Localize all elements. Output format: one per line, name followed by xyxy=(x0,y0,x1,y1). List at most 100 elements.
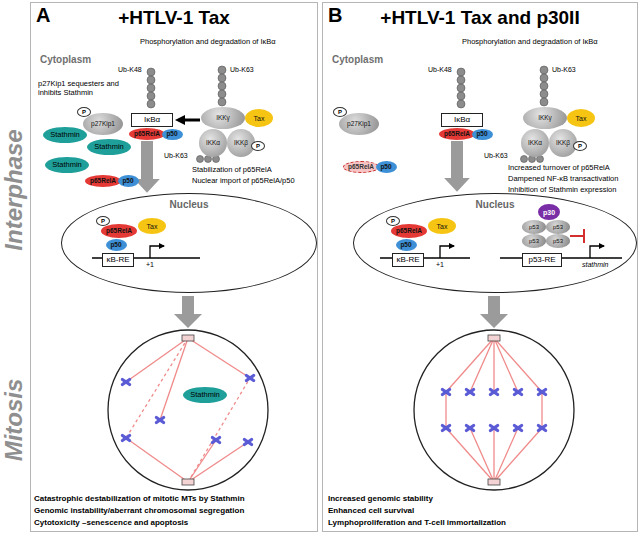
molecule-label: +1 xyxy=(436,261,444,269)
ubiquitin-chain xyxy=(147,68,155,108)
molecule-label: Ub-K63 xyxy=(164,152,188,160)
process-arrow xyxy=(174,296,202,328)
phosphate-circle: P xyxy=(573,141,587,151)
p50-protein: p50 xyxy=(118,175,139,187)
outcome-text: Increased genomic stability xyxy=(328,494,433,503)
protein-label: IκBα xyxy=(454,116,470,124)
protein-label: p65RelA xyxy=(134,131,160,138)
p65-protein: p65RelA xyxy=(439,128,475,140)
tax-protein: Tax xyxy=(567,109,595,127)
stathmin-protein: Stathmin xyxy=(87,139,131,155)
phosphate-circle: P xyxy=(251,141,265,151)
phosphate-circle: P xyxy=(77,107,91,117)
ikk-subunit: IKKβ xyxy=(549,129,577,157)
activation-arrow xyxy=(184,119,200,122)
ikk-subunit: IKKα xyxy=(199,129,227,157)
molecule-label: Ub-K63 xyxy=(484,152,508,160)
protein-label: Tax xyxy=(254,115,265,122)
tax-protein: Tax xyxy=(138,218,166,234)
protein-label: p50 xyxy=(476,131,487,138)
p50-protein: p50 xyxy=(376,161,397,173)
protein-label: Stathmin xyxy=(50,131,80,139)
ubiquitin-chain xyxy=(457,68,465,108)
protein-label: p50 xyxy=(110,242,121,249)
p65-protein-degraded: p65RelA xyxy=(343,161,379,173)
panel-frame: +HTLV-1 Tax and p30IIIκBαp65RelAp50IKKγI… xyxy=(322,2,638,532)
outcome-text: Enhanced cell survival xyxy=(328,506,414,515)
response-element-box: IκBα xyxy=(441,113,483,127)
annotation-text: Increased turnover of p65RelA xyxy=(508,164,610,173)
phosphate-circle: P xyxy=(96,216,110,226)
protein-label: p30 xyxy=(543,209,555,216)
stathmin-protein: Stathmin xyxy=(45,157,89,173)
ikk-subunit: IKKγ xyxy=(523,107,567,129)
molecule-label: Ub-K63 xyxy=(552,66,576,74)
ikk-subunit: IKKβ xyxy=(227,129,255,157)
phosphate-circle: P xyxy=(386,216,400,226)
stathmin-protein: Stathmin xyxy=(183,387,227,403)
dna-line xyxy=(92,257,200,259)
annotation-text: Stabilization of p65RelA xyxy=(192,166,272,175)
protein-label: p27Kip1 xyxy=(91,121,115,128)
mitotic-cell xyxy=(414,330,574,490)
response-element-box: IκBα xyxy=(131,113,173,127)
translocation-arrow xyxy=(451,141,463,179)
protein-label: p50 xyxy=(380,164,391,171)
protein-label: Tax xyxy=(147,223,158,230)
p50-protein: p50 xyxy=(472,129,493,140)
protein-label: p53-RE xyxy=(528,256,555,264)
stathmin-protein: Stathmin xyxy=(43,127,87,143)
protein-label: Tax xyxy=(576,115,587,122)
p27-protein: p27Kip1 xyxy=(83,113,123,135)
compartment-label: Cytoplasm xyxy=(40,54,91,66)
protein-label: P xyxy=(578,143,582,149)
outcome-text: Genomic instability/aberrant chromosomal… xyxy=(34,506,244,515)
ubiquitin-chain xyxy=(540,66,548,106)
protein-label: p50 xyxy=(122,178,133,185)
molecule-label: +1 xyxy=(146,261,154,269)
ubiquitin-chain xyxy=(197,156,220,163)
panel-title: +HTLV-1 Tax and p30II xyxy=(323,8,637,29)
gene-label: stathmin xyxy=(582,261,608,269)
protein-label: P xyxy=(256,143,260,149)
panel-frame: +HTLV-1 TaxIκBαp65RelAp50IKKγIKKαIKKβPTa… xyxy=(30,2,318,532)
annotation-text: Dampened NF-κB transactivation xyxy=(508,175,618,184)
transcription-start xyxy=(440,246,454,258)
p65-protein: p65RelA xyxy=(391,224,427,238)
dna-line xyxy=(500,257,622,259)
p53-subunit: p53 xyxy=(546,234,570,248)
ubiquitin-chain xyxy=(218,66,226,106)
protein-label: p53 xyxy=(553,224,563,230)
annotation-text: Phosphorylation and degradation of IκBα xyxy=(140,38,276,47)
protein-label: P xyxy=(101,218,105,224)
outcome-text: Cytotoxicity –senescence and apoptosis xyxy=(34,518,188,527)
protein-label: p53 xyxy=(529,224,539,230)
tax-protein: Tax xyxy=(245,109,273,127)
annotation-text: Nuclear import of p65RelA/p50 xyxy=(192,177,295,186)
protein-label: p65RelA xyxy=(396,228,422,235)
p65-protein: p65RelA xyxy=(101,224,137,238)
protein-label: Stathmin xyxy=(52,161,82,169)
mitotic-cell xyxy=(108,330,268,490)
protein-label: IKKα xyxy=(206,140,220,147)
response-element-box: p53-RE xyxy=(522,253,562,267)
protein-label: IKKβ xyxy=(556,140,570,147)
protein-label: IKKγ xyxy=(216,115,230,122)
protein-label: p50 xyxy=(166,131,177,138)
translocation-arrow xyxy=(141,141,153,180)
protein-label: IKKβ xyxy=(234,140,248,147)
molecule-label: Ub-K48 xyxy=(118,66,142,74)
p30-protein: p30 xyxy=(538,204,560,220)
nucleus-ellipse: NucleusPp65RelA Tax p50 κB-RE xyxy=(61,193,317,293)
protein-label: κB-RE xyxy=(106,256,129,264)
outcome-text: Lymphoproliferation and T-cell immortali… xyxy=(328,518,506,527)
nucleus-ellipse: NucleusPp65RelATaxp50κB-REp30p53p53p53p5… xyxy=(353,193,637,293)
molecule-label: Ub-K48 xyxy=(428,66,452,74)
p50-protein: p50 xyxy=(106,239,127,251)
p53-subunit: p53 xyxy=(522,220,546,234)
phase-label: Mitosis xyxy=(0,379,28,462)
compartment-label: Nucleus xyxy=(62,199,316,210)
protein-label: P xyxy=(338,109,342,115)
phosphate-circle: P xyxy=(333,107,347,117)
